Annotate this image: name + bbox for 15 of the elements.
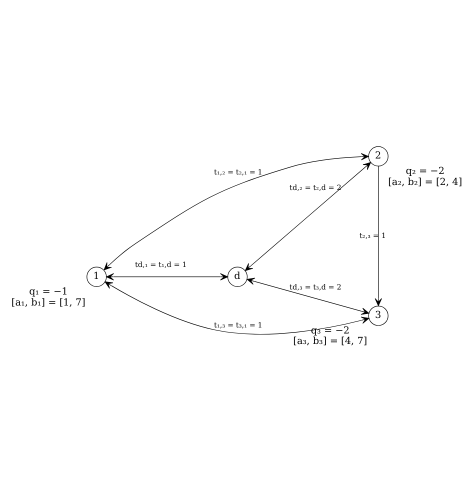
arrow: [104, 280, 369, 334]
arrow: [103, 152, 368, 270]
node-label: [a₃, b₃] = [4, 7]: [292, 336, 367, 347]
node-label: [a₂, b₂] = [2, 4]: [388, 176, 462, 188]
node-circle: 2: [368, 146, 388, 166]
arrow: [246, 277, 369, 314]
node-circle: d: [226, 266, 248, 286]
node-label: q₁ = −1: [28, 286, 68, 297]
node-label: q₂ = −2: [405, 165, 444, 176]
arrow: [374, 165, 382, 306]
node-circle: 1: [86, 266, 106, 286]
arrow: [244, 162, 370, 270]
node-label: [a₁, b₁] = [1, 7]: [10, 296, 85, 308]
node-circle: 3: [368, 305, 388, 326]
arrow: [106, 272, 228, 280]
